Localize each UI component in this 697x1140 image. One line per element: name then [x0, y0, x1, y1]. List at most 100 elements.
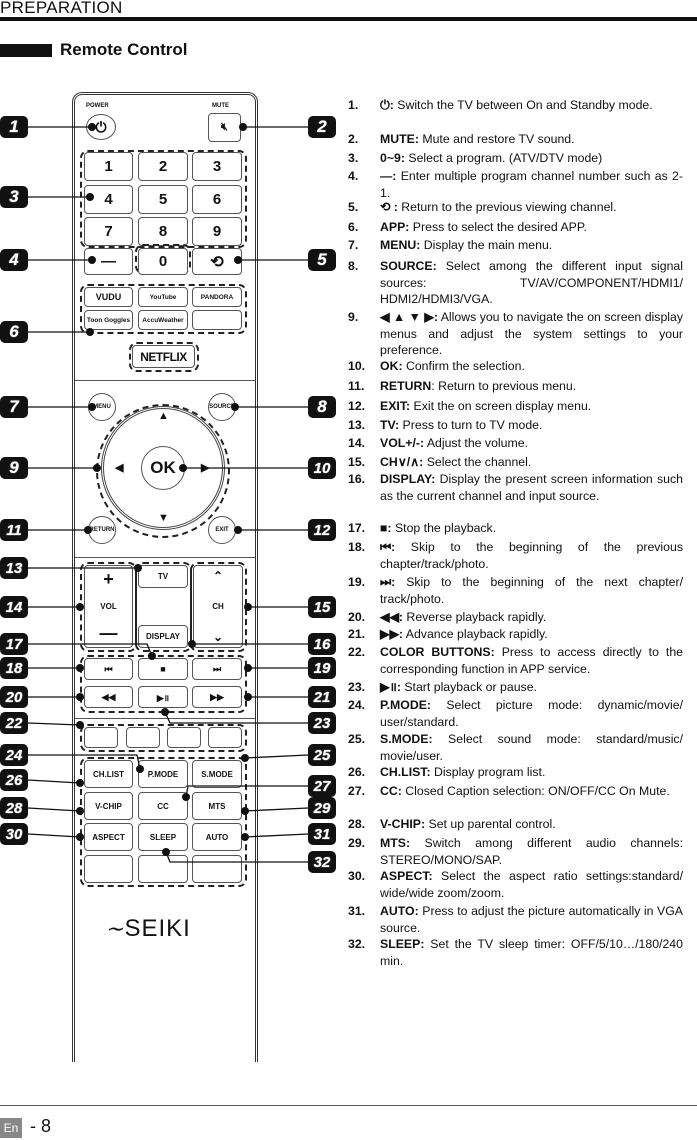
item-description: Adjust the volume.: [424, 436, 528, 450]
hr-top: [75, 380, 255, 381]
rewind-key[interactable]: ◀◀: [84, 686, 133, 708]
item-number: 4.: [348, 169, 359, 183]
item-text: CH.LIST: Display program list.: [380, 764, 683, 781]
function-key-blank[interactable]: [192, 855, 242, 883]
return-button[interactable]: RETURN: [88, 516, 116, 544]
function-key-v-chip[interactable]: V-CHIP: [84, 792, 133, 820]
item-key: APP:: [380, 220, 410, 234]
function-key-ch.list[interactable]: CH.LIST: [84, 760, 133, 788]
function-key-sleep[interactable]: SLEEP: [138, 823, 188, 851]
item-key: OK:: [380, 359, 403, 373]
function-key-blank[interactable]: [84, 855, 133, 883]
item-key: CH.LIST:: [380, 765, 431, 779]
description-item: 18.⏮: Skip to the beginning of the previ…: [348, 539, 683, 572]
item-text: AUTO: Press to adjust the picture automa…: [380, 903, 683, 936]
page-title: Remote Control: [60, 40, 188, 59]
app-key[interactable]: PANDORA: [192, 287, 242, 307]
item-description: Reverse playback rapidly.: [403, 610, 547, 624]
item-text: ▶॥: Start playback or pause.: [380, 679, 683, 696]
up-arrow-icon: ▲: [158, 410, 169, 422]
callout-badge: 25: [308, 744, 336, 766]
item-description: Select a program. (ATV/DTV mode): [404, 151, 603, 165]
callout-badge: 31: [308, 823, 336, 845]
app-key[interactable]: Toon Goggles: [84, 310, 133, 330]
item-text: —: Enter multiple program channel number…: [380, 168, 683, 201]
function-key-auto[interactable]: AUTO: [192, 823, 242, 851]
function-key-mts[interactable]: MTS: [192, 792, 242, 820]
menu-button[interactable]: MENU: [88, 393, 116, 421]
app-key[interactable]: AccuWeather: [138, 310, 188, 330]
source-button[interactable]: SOURCE: [208, 393, 236, 421]
callout-badge: 4: [0, 249, 28, 271]
item-text: APP: Press to select the desired APP.: [380, 219, 683, 236]
item-key: CC:: [380, 784, 402, 798]
color-button[interactable]: [126, 727, 160, 748]
description-item: 32.SLEEP: Set the TV sleep timer: OFF/5/…: [348, 936, 683, 969]
description-item: 5.⟲ : Return to the previous viewing cha…: [348, 199, 683, 216]
app-key[interactable]: [192, 310, 242, 330]
item-description: Closed Caption selection: ON/OFF/CC On M…: [401, 784, 670, 798]
app-key[interactable]: YouTube: [138, 287, 188, 307]
function-key-blank[interactable]: [138, 855, 188, 883]
item-description: Select the channel.: [423, 455, 532, 469]
function-group: [80, 757, 247, 887]
next-track-key[interactable]: ⏭: [192, 658, 242, 680]
zero-key[interactable]: 0: [138, 248, 188, 275]
item-key: SLEEP:: [380, 937, 425, 951]
item-description: Press to access directly to the correspo…: [380, 645, 683, 676]
item-text: SLEEP: Set the TV sleep timer: OFF/5/10……: [380, 936, 683, 969]
seiki-logo: ∼SEIKI: [105, 915, 225, 945]
digit-key-6[interactable]: 6: [192, 185, 242, 214]
item-text: 0~9: Select a program. (ATV/DTV mode): [380, 150, 683, 167]
item-key: DISPLAY:: [380, 472, 436, 486]
function-key-aspect[interactable]: ASPECT: [84, 823, 133, 851]
digit-key-3[interactable]: 3: [192, 152, 242, 181]
color-button[interactable]: [84, 727, 118, 748]
chevron-down-icon: ⌄: [212, 630, 224, 644]
color-button[interactable]: [167, 727, 201, 748]
netflix-key[interactable]: NETFLIX: [132, 345, 195, 368]
digit-key-2[interactable]: 2: [138, 152, 188, 181]
description-item: 16.DISPLAY: Display the present screen i…: [348, 471, 683, 504]
exit-button[interactable]: EXIT: [208, 516, 236, 544]
digit-key-5[interactable]: 5: [138, 185, 188, 214]
description-item: 30.ASPECT: Select the aspect ratio setti…: [348, 868, 683, 901]
mute-button[interactable]: 🔇︎: [208, 113, 241, 142]
play-pause-key[interactable]: ▶॥: [138, 686, 188, 708]
digit-key-4[interactable]: 4: [84, 185, 133, 214]
function-key-s.mode[interactable]: S.MODE: [192, 760, 242, 788]
tv-button[interactable]: TV: [138, 565, 188, 588]
down-arrow-icon: ▼: [158, 512, 169, 524]
dash-key[interactable]: —: [84, 248, 133, 275]
previous-track-key[interactable]: ⏮: [84, 658, 133, 680]
description-item: 15.CH∨/∧: Select the channel.: [348, 454, 683, 471]
digit-key-7[interactable]: 7: [84, 217, 133, 246]
function-key-cc[interactable]: CC: [138, 792, 188, 820]
digit-key-8[interactable]: 8: [138, 217, 188, 246]
color-button[interactable]: [208, 727, 242, 748]
description-item: 14.VOL+/-: Adjust the volume.: [348, 435, 683, 452]
remote-control-illustration: [72, 92, 258, 1062]
callout-badge: 15: [308, 596, 336, 618]
leaf-icon: ∼: [105, 916, 125, 941]
item-key: VOL+/-:: [380, 436, 425, 450]
digit-key-9[interactable]: 9: [192, 217, 242, 246]
item-text: ◀ ▲ ▼ ▶: Allows you to navigate the on s…: [380, 309, 683, 359]
ok-button[interactable]: OK: [141, 446, 185, 490]
function-key-p.mode[interactable]: P.MODE: [138, 760, 188, 788]
previous-channel-key[interactable]: ⟲: [192, 248, 242, 275]
callout-badge: 21: [308, 686, 336, 708]
item-text: ASPECT: Select the aspect ratio settings…: [380, 868, 683, 901]
stop-key[interactable]: ■: [138, 658, 188, 680]
power-label: POWER: [86, 103, 109, 109]
fast-forward-key[interactable]: ▶▶: [192, 686, 242, 708]
callout-badge: 24: [0, 744, 28, 766]
description-item: 19.⏭: Skip to the beginning of the next …: [348, 574, 683, 607]
power-button[interactable]: ⏻: [86, 114, 116, 140]
digit-key-1[interactable]: 1: [84, 152, 133, 181]
volume-rocker[interactable]: +VOL—: [84, 565, 133, 648]
callout-badge: 8: [308, 396, 336, 418]
app-key[interactable]: VUDU: [84, 287, 133, 307]
channel-rocker[interactable]: ⌃CH⌄: [193, 565, 243, 648]
display-button[interactable]: DISPLAY: [138, 625, 188, 648]
